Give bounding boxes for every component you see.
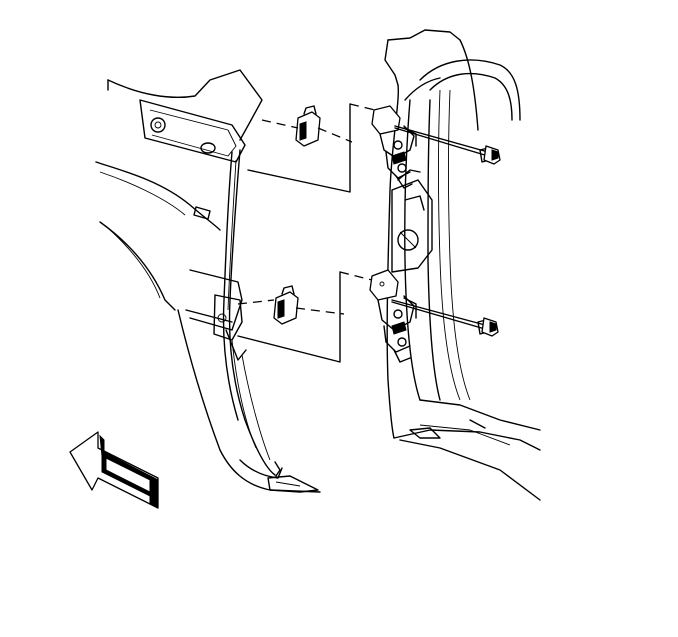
bolt-leaders	[391, 125, 489, 330]
direction-arrow-icon	[69, 431, 159, 509]
lower-bolt-icon	[477, 317, 499, 337]
lower-clip	[273, 285, 299, 325]
upper-hinge	[371, 105, 417, 189]
lower-hinge	[369, 269, 417, 363]
fender-panel	[95, 69, 321, 493]
assembly-lines	[237, 103, 376, 363]
hinge-pillar	[384, 29, 541, 501]
upper-clip	[295, 105, 321, 147]
upper-bolt-icon	[479, 145, 501, 165]
